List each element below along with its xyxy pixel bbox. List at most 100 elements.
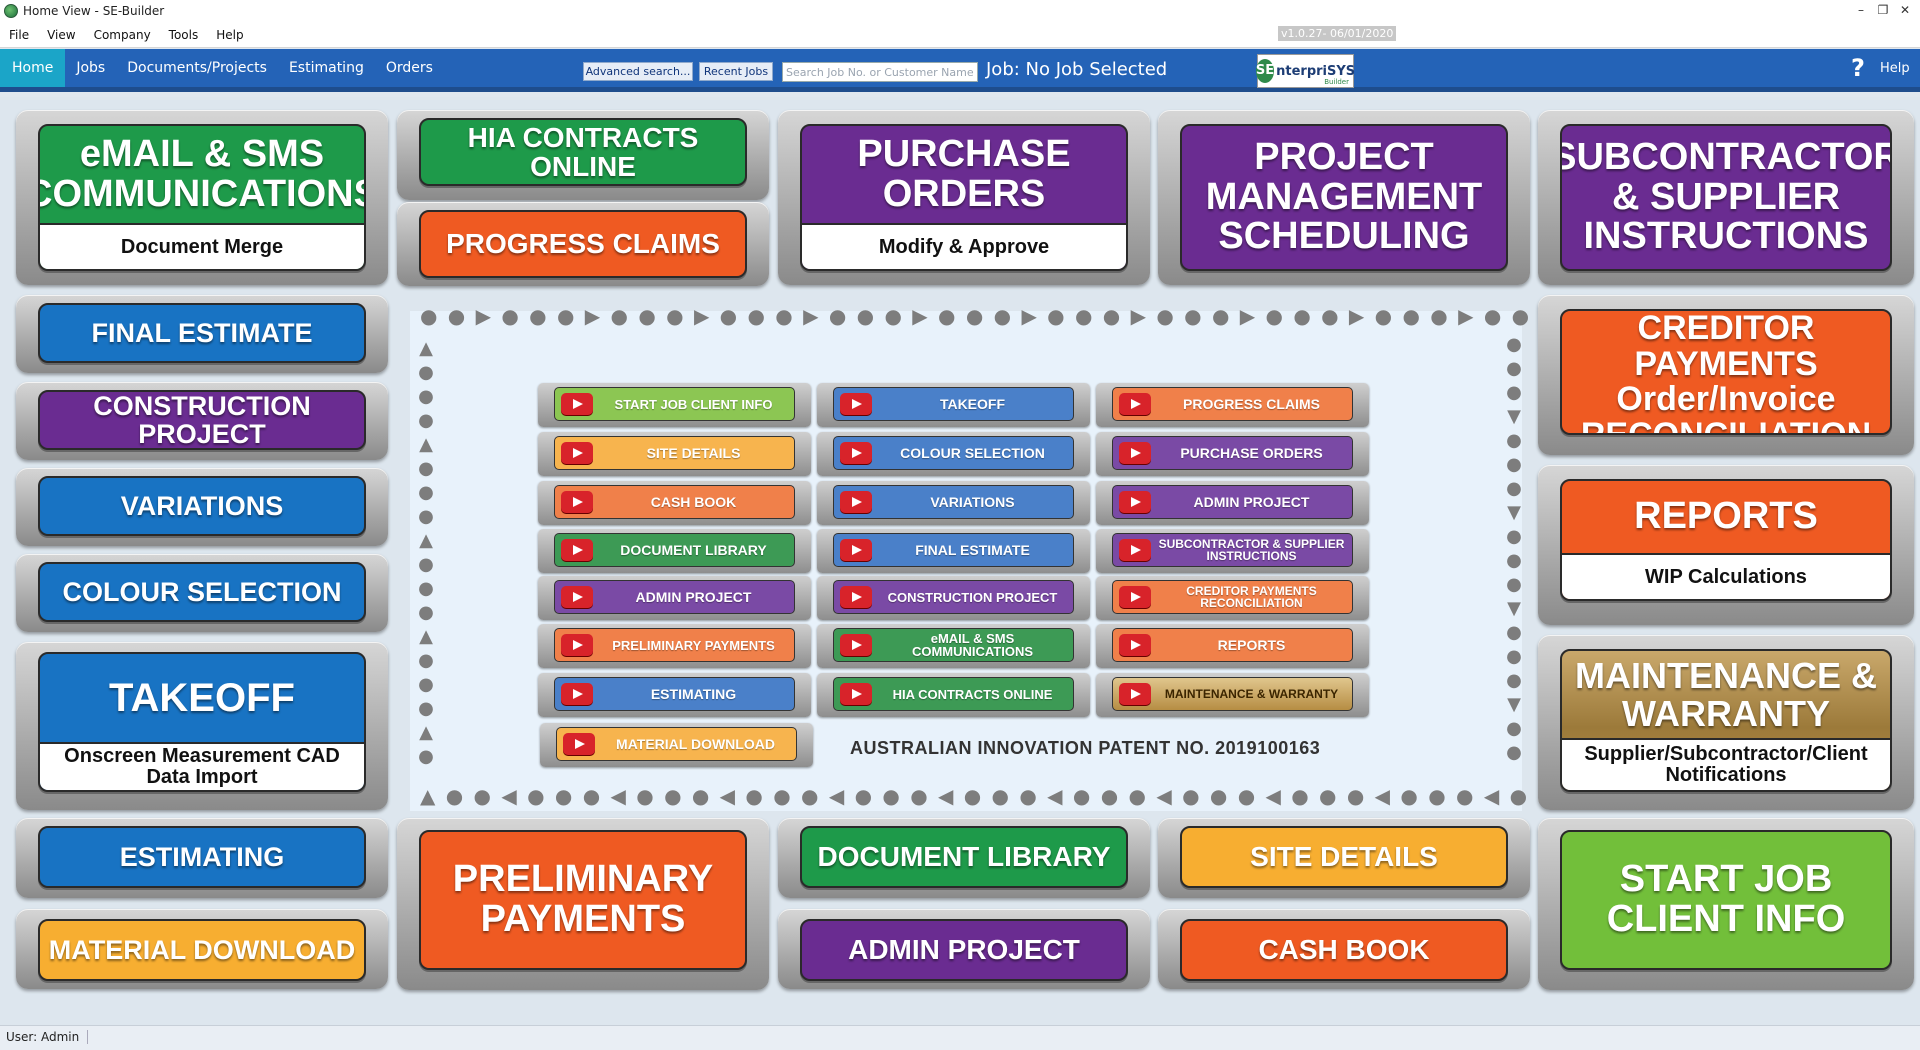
hia-contracts-online-tile[interactable]: HIA CONTRACTS ONLINE: [397, 110, 769, 200]
tab-jobs[interactable]: Jobs: [76, 60, 106, 76]
construction-project-tile[interactable]: CONSTRUCTION PROJECT: [16, 382, 388, 460]
play-icon: [840, 539, 872, 561]
estimating-tile[interactable]: ESTIMATING: [16, 818, 388, 898]
play-icon: [1119, 442, 1151, 464]
start-job-client-info-tile[interactable]: START JOB CLIENT INFO: [1538, 818, 1914, 990]
play-icon: [561, 634, 593, 656]
window-title: Home View - SE-Builder: [23, 4, 165, 18]
video-preliminary-payments[interactable]: PRELIMINARY PAYMENTS: [538, 624, 811, 668]
play-icon: [1119, 393, 1151, 415]
video-estimating[interactable]: ESTIMATING: [538, 673, 811, 717]
cash-book-tile[interactable]: CASH BOOK: [1158, 909, 1530, 989]
reports-tile[interactable]: REPORTS WIP Calculations: [1538, 465, 1914, 625]
app-icon: [4, 4, 18, 18]
tab-documents-projects[interactable]: Documents/Projects: [127, 60, 267, 76]
logo-text: nterpriSYS: [1276, 63, 1356, 79]
preliminary-payments-tile[interactable]: PRELIMINARY PAYMENTS: [397, 818, 769, 990]
menu-help[interactable]: Help: [216, 27, 244, 42]
video-start-job[interactable]: START JOB CLIENT INFO: [538, 383, 811, 427]
play-icon: [561, 586, 593, 608]
logo-mark: SE: [1255, 59, 1275, 83]
video-admin-project[interactable]: ADMIN PROJECT: [538, 576, 811, 620]
video-colour-selection[interactable]: COLOUR SELECTION: [817, 432, 1090, 476]
maintenance-title: MAINTENANCE & WARRANTY: [1575, 654, 1877, 734]
email-sms-communications-tile[interactable]: eMAIL & SMS COMMUNICATIONS Document Merg…: [16, 110, 388, 285]
subcontractor-title: SUBCONTRACTOR & SUPPLIER INSTRUCTIONS: [1560, 135, 1892, 258]
job-search-input[interactable]: [782, 62, 978, 82]
email-sms-sub: Document Merge: [40, 223, 364, 269]
video-material-download[interactable]: MATERIAL DOWNLOAD: [540, 723, 813, 767]
admin-project-tile[interactable]: ADMIN PROJECT: [778, 909, 1150, 989]
play-icon: [840, 442, 872, 464]
video-hia-contracts[interactable]: HIA CONTRACTS ONLINE: [817, 673, 1090, 717]
play-icon: [561, 539, 593, 561]
estimating-title: ESTIMATING: [119, 841, 285, 872]
menu-company[interactable]: Company: [93, 27, 151, 42]
creditor-payments-tile[interactable]: CREDITOR PAYMENTS Order/Invoice RECONCIL…: [1538, 295, 1914, 455]
play-icon: [563, 733, 595, 755]
project-management-scheduling-tile[interactable]: PROJECT MANAGEMENT SCHEDULING: [1158, 110, 1530, 285]
home-dashboard: ● ● ▶ ● ● ● ▶ ● ● ● ▶ ● ● ● ▶ ● ● ● ▶ ● …: [0, 97, 1920, 1025]
purchase-orders-tile[interactable]: PURCHASE ORDERS Modify & Approve: [778, 110, 1150, 285]
patent-notice: AUSTRALIAN INNOVATION PATENT NO. 2019100…: [850, 738, 1321, 758]
help-icon[interactable]: ?: [1851, 54, 1865, 82]
video-email-sms[interactable]: eMAIL & SMS COMMUNICATIONS: [817, 624, 1090, 668]
construction-project-title: CONSTRUCTION PROJECT: [93, 391, 311, 450]
recent-jobs-button[interactable]: Recent Jobs: [699, 62, 773, 81]
video-final-estimate[interactable]: FINAL ESTIMATE: [817, 529, 1090, 573]
variations-tile[interactable]: VARIATIONS: [16, 468, 388, 546]
colour-selection-tile[interactable]: COLOUR SELECTION: [16, 554, 388, 632]
creditor-payments-title: CREDITOR PAYMENTS Order/Invoice RECONCIL…: [1581, 309, 1871, 433]
flow-arrows-bottom: ▲ ● ● ◀ ● ● ● ◀ ● ● ● ◀ ● ● ● ◀ ● ● ● ◀ …: [420, 784, 1692, 808]
progress-claims-tile[interactable]: PROGRESS CLAIMS: [397, 202, 769, 286]
video-takeoff[interactable]: TAKEOFF: [817, 383, 1090, 427]
maximize-icon[interactable]: ❐: [1877, 3, 1889, 17]
video-document-library[interactable]: DOCUMENT LIBRARY: [538, 529, 811, 573]
final-estimate-title: FINAL ESTIMATE: [91, 317, 313, 348]
maintenance-warranty-tile[interactable]: MAINTENANCE & WARRANTY Supplier/Subcontr…: [1538, 635, 1914, 810]
material-download-tile[interactable]: MATERIAL DOWNLOAD: [16, 909, 388, 989]
play-icon: [561, 683, 593, 705]
subcontractor-supplier-instructions-tile[interactable]: SUBCONTRACTOR & SUPPLIER INSTRUCTIONS: [1538, 110, 1914, 285]
start-job-title: START JOB CLIENT INFO: [1606, 858, 1846, 940]
tab-orders[interactable]: Orders: [385, 60, 433, 76]
menu-view[interactable]: View: [47, 27, 76, 42]
tab-estimating[interactable]: Estimating: [288, 60, 364, 76]
close-icon[interactable]: ✕: [1899, 3, 1911, 17]
takeoff-title: TAKEOFF: [109, 676, 295, 720]
menu-file[interactable]: File: [9, 27, 30, 42]
video-maintenance[interactable]: MAINTENANCE & WARRANTY: [1096, 673, 1369, 717]
help-link[interactable]: Help: [1880, 61, 1910, 76]
logo-sub: Builder: [1324, 78, 1349, 86]
advanced-search-button[interactable]: Advanced search...: [583, 62, 693, 81]
maintenance-sub: Supplier/Subcontractor/Client Notificati…: [1562, 738, 1890, 790]
video-variations[interactable]: VARIATIONS: [817, 481, 1090, 525]
video-reports[interactable]: REPORTS: [1096, 624, 1369, 668]
video-construction-project[interactable]: CONSTRUCTION PROJECT: [817, 576, 1090, 620]
play-icon: [1119, 586, 1151, 608]
video-creditor-payments[interactable]: CREDITOR PAYMENTS RECONCILIATION: [1096, 576, 1369, 620]
site-details-tile[interactable]: SITE DETAILS: [1158, 818, 1530, 898]
video-subcontractor[interactable]: SUBCONTRACTOR & SUPPLIER INSTRUCTIONS: [1096, 529, 1369, 573]
current-user: User: Admin: [6, 1030, 89, 1044]
video-progress-claims[interactable]: PROGRESS CLAIMS: [1096, 383, 1369, 427]
video-admin-project-2[interactable]: ADMIN PROJECT: [1096, 481, 1369, 525]
tab-home[interactable]: Home: [0, 49, 66, 87]
play-icon: [561, 393, 593, 415]
final-estimate-tile[interactable]: FINAL ESTIMATE: [16, 295, 388, 373]
window-controls: – ❐ ✕: [1850, 0, 1916, 22]
menu-tools[interactable]: Tools: [168, 27, 199, 42]
status-bar: User: Admin: [0, 1025, 1920, 1050]
video-site-details[interactable]: SITE DETAILS: [538, 432, 811, 476]
document-library-tile[interactable]: DOCUMENT LIBRARY: [778, 818, 1150, 898]
minimize-icon[interactable]: –: [1858, 3, 1864, 17]
video-cash-book[interactable]: CASH BOOK: [538, 481, 811, 525]
nav-bar: Home Jobs Documents/Projects Estimating …: [0, 49, 1920, 92]
play-icon: [1119, 683, 1151, 705]
video-purchase-orders[interactable]: PURCHASE ORDERS: [1096, 432, 1369, 476]
flow-arrows-right: ●●●▼●●●▼●●●▼●●●▼●●: [1506, 334, 1522, 763]
current-job-label: Job: No Job Selected: [986, 59, 1168, 80]
email-sms-title: eMAIL & SMS COMMUNICATIONS: [38, 132, 366, 215]
play-icon: [1119, 539, 1151, 561]
takeoff-tile[interactable]: TAKEOFF Onscreen Measurement CAD Data Im…: [16, 642, 388, 810]
